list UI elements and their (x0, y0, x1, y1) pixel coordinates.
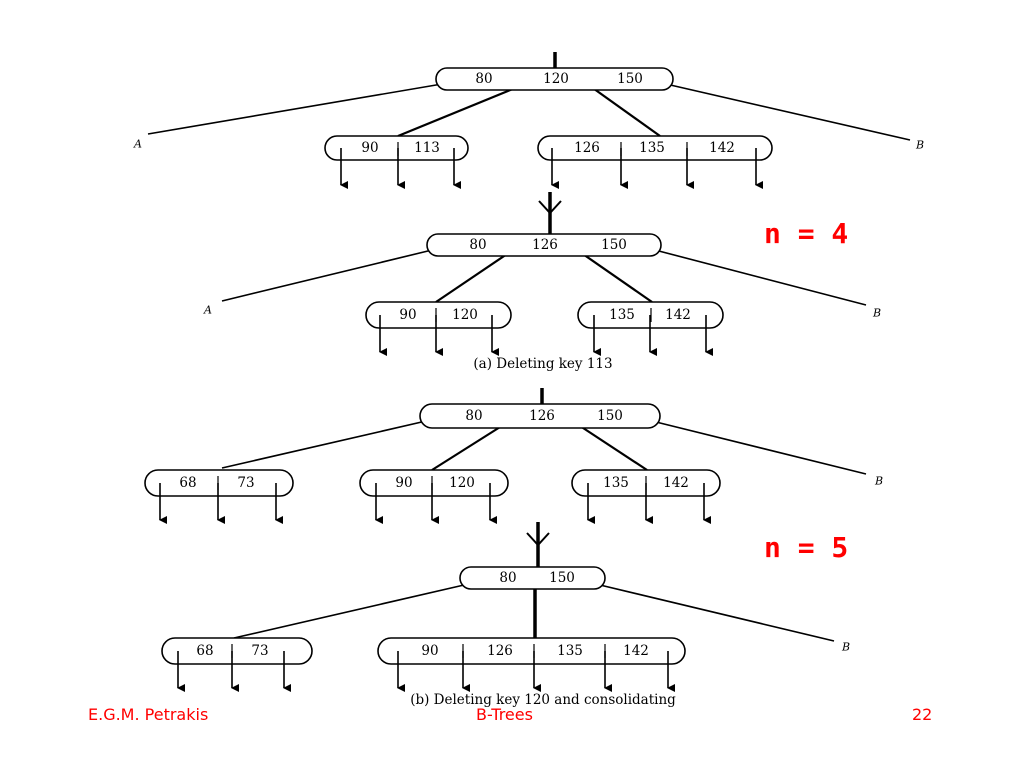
right-child-node (537, 135, 773, 161)
root-key: 80 (469, 237, 486, 253)
transition-arrow (538, 192, 562, 234)
left-child-node (161, 637, 313, 665)
child-pointers (159, 483, 711, 524)
tree-1: 80 120 150 A B 90 113 126 135 142 (133, 52, 924, 189)
root-key: 150 (549, 570, 575, 586)
leaf-key: 142 (665, 307, 691, 323)
subtree-label-b: B (841, 641, 850, 654)
root-node (459, 566, 606, 590)
leaf-key: 135 (609, 307, 635, 323)
subtree-label-a: A (133, 138, 142, 151)
root-node (419, 403, 661, 429)
leaf-key: 90 (399, 307, 416, 323)
caption-a: (a) Deleting key 113 (473, 356, 612, 372)
tree-2: 80 126 150 A B 90 120 135 142 (a) Deleti… (203, 233, 881, 372)
leaf-key: 68 (196, 643, 213, 659)
footer-author: E.G.M. Petrakis (88, 705, 209, 724)
left-child-node (144, 469, 294, 497)
leaf-key: 142 (709, 140, 735, 156)
leaf-key: 73 (237, 475, 254, 491)
root-key: 150 (601, 237, 627, 253)
caption-b: (b) Deleting key 120 and consolidating (410, 692, 676, 708)
edge-to-left-child (233, 584, 465, 639)
leaf-key: 90 (421, 643, 438, 659)
footer-title: B-Trees (476, 705, 533, 724)
n-equals-4-label: n = 4 (764, 217, 849, 250)
root-key: 126 (529, 408, 555, 424)
edge-to-subtree-b (599, 584, 835, 642)
root-key: 120 (543, 71, 569, 87)
leaf-key: 120 (449, 475, 475, 491)
root-node (435, 67, 674, 91)
transition-arrowhead (538, 200, 562, 215)
edge-to-middle-child (431, 421, 509, 471)
subtree-label-b: B (872, 307, 881, 320)
leaf-key: 90 (395, 475, 412, 491)
edge-to-right-child (579, 251, 653, 303)
root-key: 150 (617, 71, 643, 87)
edge-to-right-child (589, 85, 661, 137)
left-child-node (324, 135, 469, 161)
subtree-label-b: B (874, 475, 883, 488)
leaf-key: 135 (603, 475, 629, 491)
subtree-label-a: A (203, 304, 212, 317)
edge-to-right-child (573, 421, 648, 471)
transition-arrow (526, 522, 550, 567)
subtree-label-b: B (915, 139, 924, 152)
edge-to-left-child (221, 420, 427, 469)
child-pointers (177, 651, 675, 692)
transition-arrowhead (526, 532, 550, 547)
slide-number: 22 (912, 705, 933, 724)
leaf-key: 113 (414, 140, 440, 156)
tree-3: 80 126 150 B 68 73 90 120 135 142 (144, 388, 883, 524)
root-key: 80 (499, 570, 516, 586)
leaf-key: 142 (663, 475, 689, 491)
leaf-key: 73 (251, 643, 268, 659)
edge-to-subtree-a (147, 83, 443, 135)
root-key: 150 (597, 408, 623, 424)
leaf-key: 142 (623, 643, 649, 659)
edge-to-subtree-a (221, 249, 433, 302)
edge-to-left-child (435, 251, 511, 303)
leaf-key: 135 (639, 140, 665, 156)
left-child-node (365, 301, 512, 329)
leaf-key: 135 (557, 643, 583, 659)
tree-4: 80 150 B 68 73 90 126 135 142 (161, 566, 850, 708)
root-key: 80 (465, 408, 482, 424)
edge-to-left-child (397, 84, 521, 138)
root-key: 80 (475, 71, 492, 87)
leaf-key: 126 (487, 643, 513, 659)
edge-to-subtree-b (665, 83, 911, 141)
edge-to-subtree-b (654, 249, 867, 306)
leaf-key: 68 (179, 475, 196, 491)
leaf-key: 90 (361, 140, 378, 156)
n-equals-5-label: n = 5 (764, 531, 849, 564)
root-node (426, 233, 662, 257)
leaf-key: 120 (452, 307, 478, 323)
leaf-key: 126 (574, 140, 600, 156)
root-key: 126 (532, 237, 558, 253)
edge-to-subtree-b (651, 420, 867, 475)
middle-child-node (359, 469, 509, 497)
child-pointers (340, 148, 763, 189)
merged-child-node (377, 637, 686, 665)
child-pointers (379, 315, 713, 356)
